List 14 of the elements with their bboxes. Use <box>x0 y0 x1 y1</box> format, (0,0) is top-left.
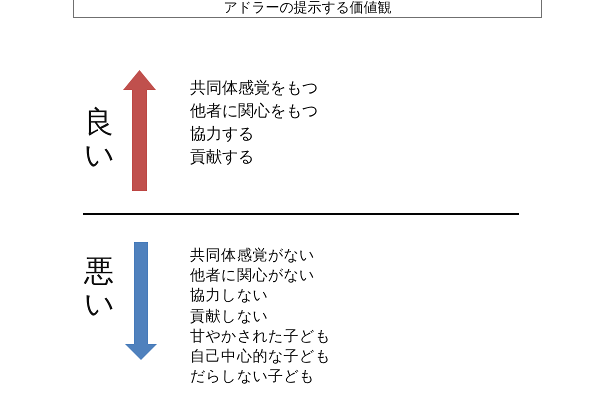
title: アドラーの提示する価値観 <box>73 0 542 18</box>
list-item: 他者に関心がない <box>190 265 315 286</box>
list-item: 共同体感覚をもつ <box>190 77 318 99</box>
list-item: 甘やかされた子ども <box>190 326 330 346</box>
list-item: 協力しない <box>190 285 268 306</box>
list-item: 他者に関心をもつ <box>190 100 318 122</box>
list-item: 共同体感覚がない <box>190 245 315 265</box>
vertical-label: 良い <box>84 106 114 172</box>
list-item: 貢献する <box>190 146 254 168</box>
list-item: 貢献しない <box>190 306 268 326</box>
vertical-label: 悪い <box>84 255 114 321</box>
list-item: 自己中心的な子ども <box>190 346 330 366</box>
list-item: だらしない子ども <box>190 366 315 386</box>
list-item: 協力する <box>190 123 254 145</box>
